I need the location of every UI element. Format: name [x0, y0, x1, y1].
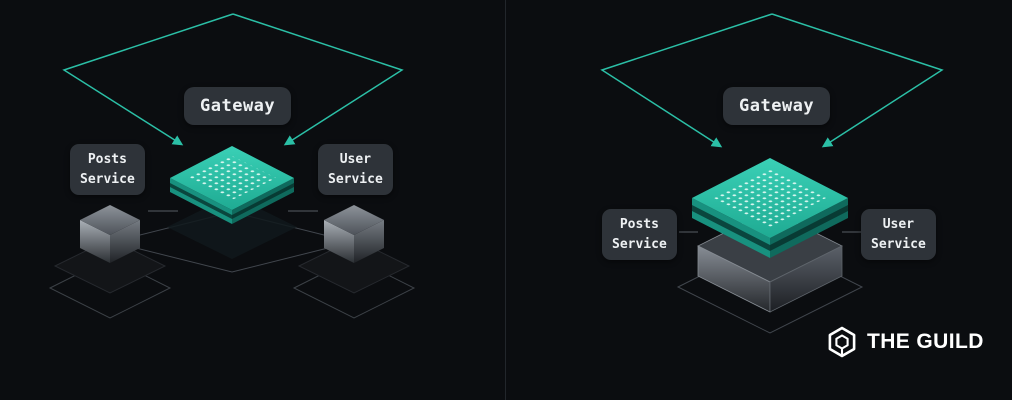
chip-dot-grid: [714, 169, 826, 227]
request-flow-lines: [62, 13, 404, 146]
gateway-label-left: Gateway: [184, 87, 292, 125]
posts-service-node: [48, 205, 172, 319]
left-diagram: [48, 13, 416, 319]
panel-divider: [505, 0, 506, 400]
user-service-label-left: User Service: [318, 144, 393, 195]
posts-service-label-right: Posts Service: [602, 209, 677, 260]
user-service-node: [292, 205, 416, 319]
gateway-label-right: Gateway: [723, 87, 831, 125]
request-flow-lines: [600, 13, 944, 148]
guild-logo: THE GUILD: [826, 326, 984, 358]
user-service-label-right: User Service: [861, 209, 936, 260]
gateway-chip: [692, 158, 848, 258]
gateway-chip: [167, 146, 297, 259]
guild-hexagon-icon: [828, 326, 856, 358]
guild-logo-text: THE GUILD: [867, 330, 984, 353]
posts-service-label-left: Posts Service: [70, 144, 145, 195]
right-diagram: [600, 13, 944, 334]
chip-dot-grid: [188, 156, 276, 200]
